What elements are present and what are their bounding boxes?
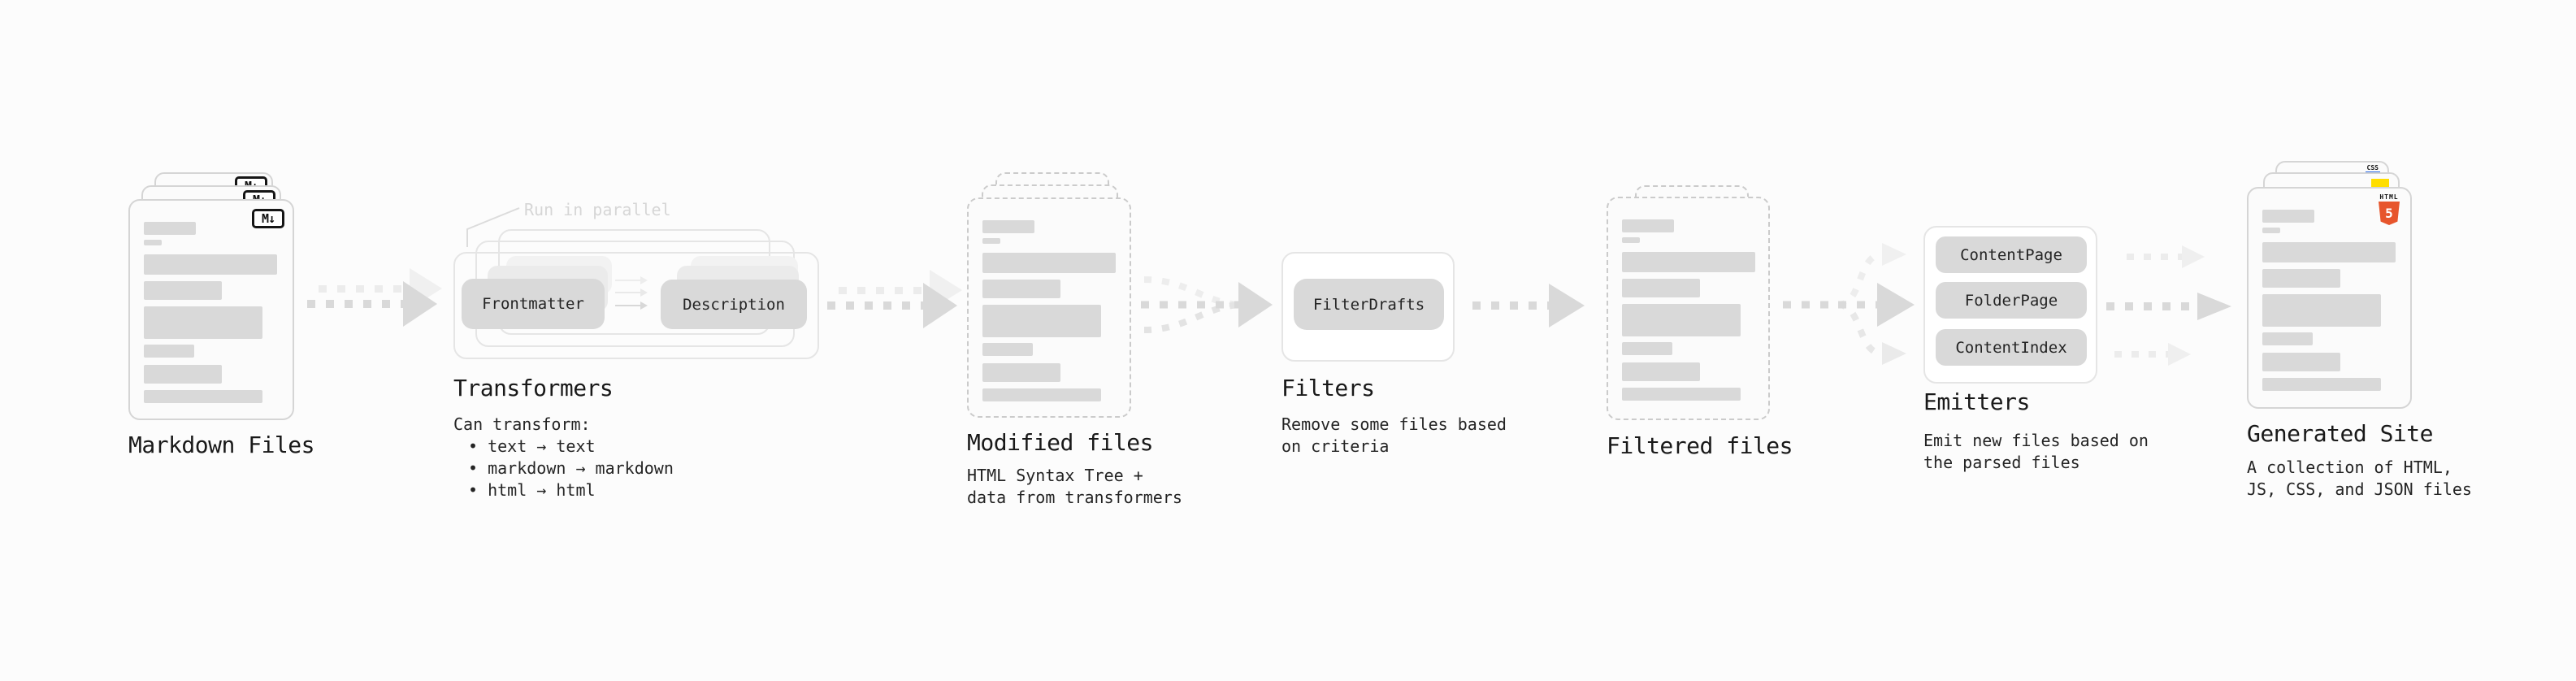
html5-icon-number: 5 (2385, 206, 2393, 221)
text-placeholder-bar (1622, 362, 1700, 381)
text-placeholder-bar (144, 390, 262, 403)
stage-desc-modified: HTML Syntax Tree + data from transformer… (967, 465, 1182, 509)
text-placeholder-bar (144, 281, 222, 300)
text-placeholder-bar (144, 254, 277, 275)
text-placeholder-bar (1622, 237, 1640, 243)
contentpage-pill: ContentPage (1936, 236, 2087, 273)
frontmatter-pill: Frontmatter (462, 279, 605, 329)
markdown-file-card-front: M↓ (128, 199, 294, 420)
stage-label-generated-site: Generated Site (2247, 420, 2434, 447)
flow-arrow (2106, 293, 2231, 320)
text-placeholder-bar (2262, 269, 2340, 288)
text-placeholder-bar (982, 388, 1101, 401)
filtered-file-card-front (1607, 197, 1770, 420)
text-placeholder-bar (982, 363, 1060, 382)
text-placeholder-bar (2262, 294, 2381, 327)
bullet-line: • markdown → markdown (468, 458, 674, 478)
folderpage-pill: FolderPage (1936, 282, 2087, 319)
bullet-line: • html → html (468, 480, 596, 500)
parallel-run-arrow (615, 288, 648, 297)
text-placeholder-bar (1622, 219, 1674, 232)
text-placeholder-bar (2262, 353, 2340, 371)
desc-line: JS, CSS, and JSON files (2247, 479, 2472, 499)
transformer-frame-front (453, 252, 819, 359)
text-placeholder-bar (2262, 332, 2313, 345)
text-placeholder-bar (144, 306, 262, 339)
text-placeholder-bar (982, 238, 1000, 244)
text-placeholder-bar (144, 222, 196, 235)
run-in-parallel-annotation: Run in parallel (524, 200, 671, 219)
flow-arrow (827, 270, 965, 340)
text-placeholder-bar (1622, 252, 1755, 272)
bullet-line: • text → text (468, 436, 596, 456)
stage-desc-filters: Remove some files based on criteria (1281, 414, 1507, 458)
generated-file-card-front: HTML 5 (2247, 187, 2412, 409)
text-placeholder-bar (982, 220, 1034, 233)
text-placeholder-bar (982, 343, 1033, 356)
javascript-icon (2371, 179, 2389, 189)
stage-label-transformers: Transformers (453, 375, 614, 401)
fan-out-arrows (1783, 243, 1915, 365)
stage-label-filters: Filters (1281, 375, 1375, 401)
file-content-placeholder (969, 199, 1130, 401)
stage-label-emitters: Emitters (1923, 388, 2030, 415)
flow-arrow (307, 268, 445, 338)
text-placeholder-bar (982, 253, 1116, 273)
stage-desc-emitters: Emit new files based on the parsed files (1923, 430, 2149, 474)
file-content-placeholder (130, 201, 293, 403)
desc-line: Emit new files based on (1923, 431, 2149, 450)
parallel-run-arrow (615, 301, 648, 310)
filterdrafts-pill: FilterDrafts (1294, 279, 1444, 330)
text-placeholder-bar (2262, 242, 2396, 262)
text-placeholder-bar (1622, 342, 1672, 355)
modified-file-card-front (967, 197, 1131, 418)
contentindex-pill: ContentIndex (1936, 329, 2087, 366)
text-placeholder-bar (2262, 210, 2314, 223)
stage-desc-generated: A collection of HTML, JS, CSS, and JSON … (2247, 457, 2472, 501)
flow-arrow (1472, 284, 1585, 327)
desc-line: on criteria (1281, 436, 1390, 456)
stage-desc-transformers: Can transform: • text → text • markdown … (453, 414, 674, 501)
desc-line: data from transformers (967, 488, 1182, 507)
text-placeholder-bar (144, 365, 222, 384)
text-placeholder-bar (2262, 228, 2280, 233)
desc-line: HTML Syntax Tree + (967, 466, 1143, 485)
text-placeholder-bar (982, 305, 1101, 337)
markdown-icon: M↓ (252, 209, 284, 228)
desc-line: Can transform: (453, 414, 591, 434)
fan-in-arrows (1141, 276, 1273, 333)
text-placeholder-bar (144, 345, 194, 358)
text-placeholder-bar (1622, 388, 1741, 401)
file-content-placeholder (2249, 189, 2410, 391)
html5-icon-word: HTML (2379, 193, 2399, 201)
file-content-placeholder (1608, 198, 1768, 401)
parallel-run-arrow (615, 276, 648, 284)
html5-icon: HTML 5 (2377, 193, 2401, 225)
stage-label-filtered-files: Filtered files (1607, 432, 1793, 459)
desc-line: Remove some files based (1281, 414, 1507, 434)
text-placeholder-bar (144, 240, 162, 245)
annotation-connector-line (466, 207, 520, 247)
desc-line: the parsed files (1923, 453, 2080, 472)
stage-label-markdown-files: Markdown Files (128, 432, 315, 458)
flow-arrow-light (2114, 343, 2191, 366)
flow-arrow-light (2127, 245, 2205, 268)
text-placeholder-bar (1622, 304, 1741, 336)
desc-line: A collection of HTML, (2247, 458, 2452, 477)
main-arrow (307, 281, 437, 327)
text-placeholder-bar (982, 280, 1060, 298)
text-placeholder-bar (1622, 279, 1700, 297)
main-arrow (827, 283, 957, 328)
text-placeholder-bar (2262, 378, 2381, 391)
description-pill: Description (661, 280, 807, 329)
stage-label-modified-files: Modified files (967, 429, 1154, 456)
